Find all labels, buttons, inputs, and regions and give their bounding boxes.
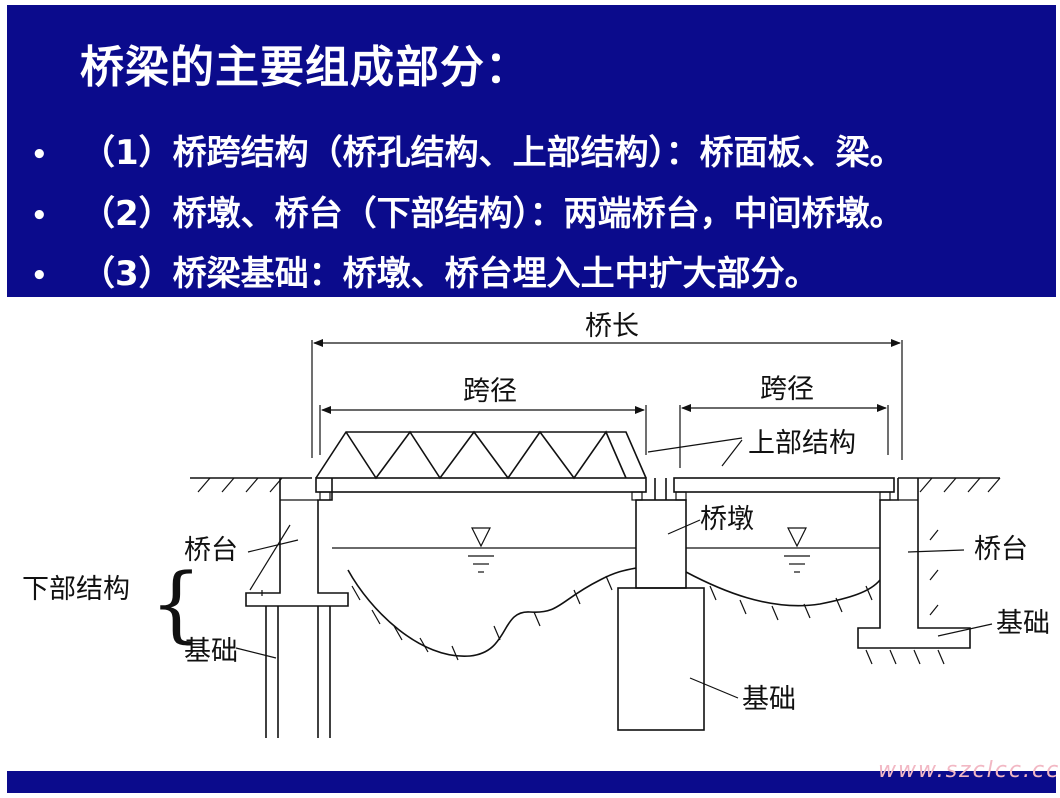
watermark: www.szclcc.cc xyxy=(878,758,1060,783)
title-banner: 桥梁的主要组成部分： • （1）桥跨结构（桥孔结构、上部结构）：桥面板、梁。 • （… xyxy=(7,5,1056,297)
bullet-item-3: • （3）桥梁基础：桥墩、桥台埋入土中扩大部分。 xyxy=(31,246,819,295)
water-level xyxy=(332,527,880,573)
bullet-item-1: • （1）桥跨结构（桥孔结构、上部结构）：桥面板、梁。 xyxy=(31,125,904,174)
bullet-text-3: （3）桥梁基础：桥墩、桥台埋入土中扩大部分。 xyxy=(81,254,819,294)
right-foundation-label: 基础 xyxy=(996,608,1050,639)
bridge-length-label: 桥长 xyxy=(585,311,639,342)
bullet-text-2: （2）桥墩、桥台（下部结构）：两端桥台，中间桥墩。 xyxy=(81,194,904,234)
slide-title: 桥梁的主要组成部分： xyxy=(80,42,530,93)
left-abutment-label: 桥台 xyxy=(184,535,238,566)
bullet-text-1: （1）桥跨结构（桥孔结构、上部结构）：桥面板、梁。 xyxy=(81,133,904,173)
bullet-item-2: • （2）桥墩、桥台（下部结构）：两端桥台，中间桥墩。 xyxy=(31,186,904,235)
right-abutment xyxy=(857,478,971,649)
pier-foundation-label: 基础 xyxy=(742,684,796,715)
right-abutment-label: 桥台 xyxy=(974,534,1028,565)
curly-brace: { xyxy=(150,557,202,652)
footer-bar xyxy=(7,771,1056,793)
span-right-label: 跨径 xyxy=(760,374,814,405)
superstructure-label: 上部结构 xyxy=(748,428,856,459)
span-dimensions: 跨径 跨径 xyxy=(319,374,889,468)
pier xyxy=(617,478,705,731)
substructure-label: 下部结构 xyxy=(22,574,130,605)
ground-surface xyxy=(190,477,1001,493)
bullet-dot: • xyxy=(31,200,48,231)
bridge-diagram: 桥长 跨径 跨径 xyxy=(22,311,1050,738)
deck-slab xyxy=(673,477,895,501)
pier-label: 桥墩 xyxy=(700,504,754,535)
leader-lines xyxy=(235,437,993,699)
left-piles xyxy=(265,606,331,738)
truss-girder xyxy=(315,430,647,501)
riverbed xyxy=(347,529,945,665)
bullet-dot: • xyxy=(31,139,48,170)
bridge-length-dimension: 桥长 xyxy=(311,311,903,460)
bullet-dot: • xyxy=(31,260,48,291)
left-abutment xyxy=(245,478,349,607)
left-foundation-label: 基础 xyxy=(184,636,238,667)
span-left-label: 跨径 xyxy=(463,376,517,407)
